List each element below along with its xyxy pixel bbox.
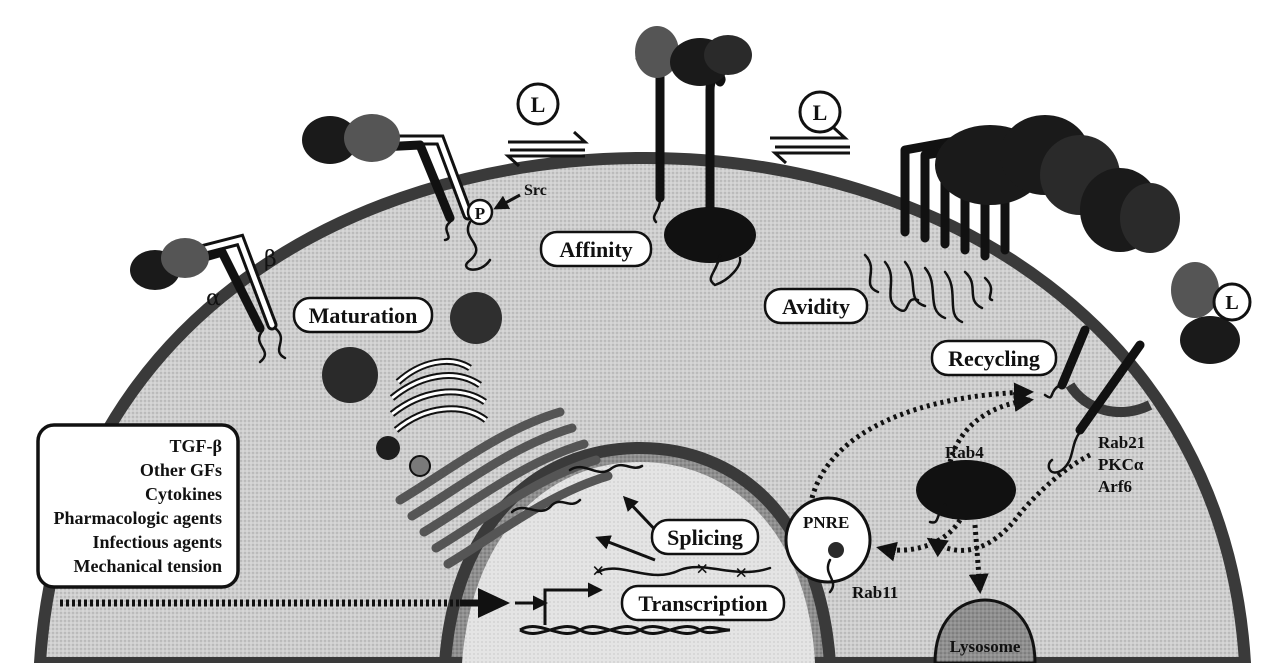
rab4-endosome: [916, 460, 1016, 520]
rab11-label: Rab11: [852, 583, 898, 602]
vesicle-dark: [322, 347, 378, 403]
rab4-label: Rab4: [945, 443, 984, 462]
phospho-label: P: [475, 204, 485, 223]
stimulus-3: Pharmacologic agents: [54, 508, 222, 528]
talin-kindlin-complex: [664, 207, 756, 263]
recycling-label: Recycling: [948, 346, 1040, 371]
affinity-label: Affinity: [559, 237, 632, 262]
vesicle-grey: [410, 456, 430, 476]
avidity-label: Avidity: [782, 294, 850, 319]
recycling-pill: Recycling: [932, 341, 1056, 375]
beta-label: β: [264, 247, 277, 272]
splice-mark-3: ×: [735, 560, 748, 585]
pkc-label: PKCα: [1098, 455, 1144, 474]
ligand-recycling-label: L: [1225, 292, 1238, 314]
splicing-label: Splicing: [667, 525, 743, 550]
stimuli-box: TGF-β Other GFs Cytokines Pharmacologic …: [38, 425, 238, 587]
splice-mark-2: ×: [696, 556, 709, 581]
maturation-label: Maturation: [309, 303, 418, 328]
transcription-label: Transcription: [638, 591, 767, 616]
alpha-label: α: [206, 286, 221, 311]
stimulus-1: Other GFs: [140, 460, 222, 480]
lysosome-label: Lysosome: [950, 637, 1021, 656]
avidity-pill: Avidity: [765, 289, 867, 323]
vesicle-dark-2: [450, 292, 502, 344]
stimulus-4: Infectious agents: [93, 532, 223, 552]
transcription-pill: Transcription: [622, 586, 784, 620]
equilibrium-arrows-right: [770, 128, 850, 163]
ligand-middle-label: L: [813, 100, 828, 125]
vesicle-small: [376, 436, 400, 460]
stimulus-2: Cytokines: [145, 484, 222, 504]
stimulus-0: TGF-β: [170, 436, 222, 456]
arf6-label: Arf6: [1098, 477, 1132, 496]
splice-mark-1: ×: [592, 558, 605, 583]
rab21-label: Rab21: [1098, 433, 1145, 452]
pnre-integrin: [828, 542, 844, 558]
splicing-pill: Splicing: [652, 520, 758, 554]
maturation-pill: Maturation: [294, 298, 432, 332]
ligand-left-label: L: [531, 92, 546, 117]
pnre-label: PNRE: [803, 513, 849, 532]
stimulus-5: Mechanical tension: [74, 556, 223, 576]
src-label: Src: [524, 182, 547, 199]
affinity-pill: Affinity: [541, 232, 651, 266]
